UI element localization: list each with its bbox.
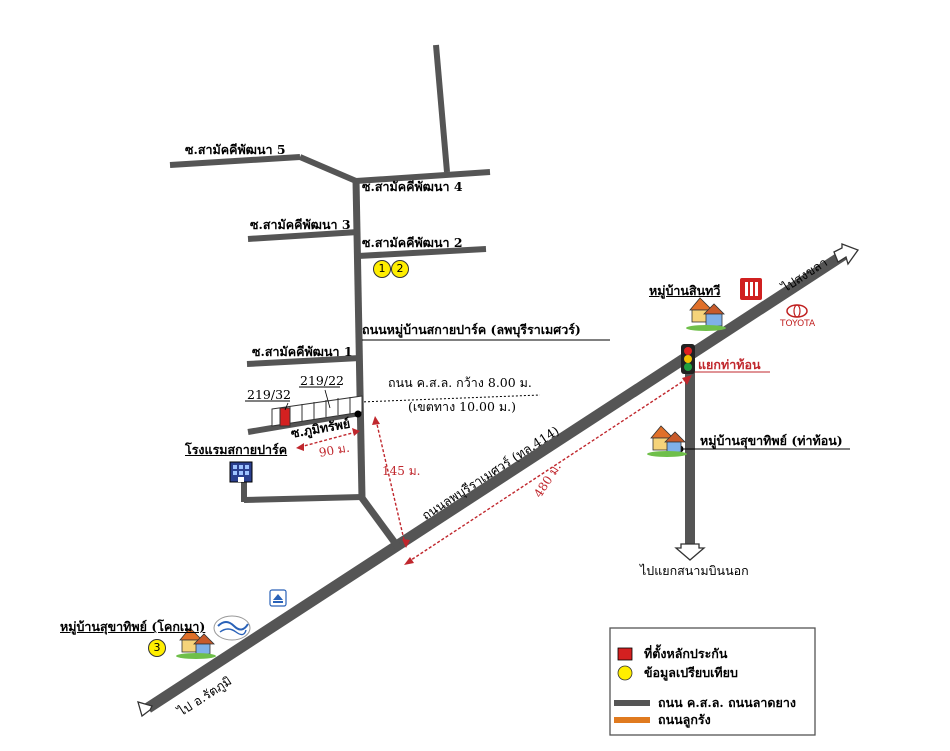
- lot-row: [271, 395, 363, 427]
- wave-logo-icon: [213, 615, 251, 641]
- dist-145-line: [375, 419, 406, 545]
- soi-1-road: [246, 355, 361, 367]
- distance-145: 145 ม.: [382, 464, 421, 478]
- soi-phumiphat-road: [247, 410, 361, 435]
- legend-collateral-label: ที่ตั้งหลักประกัน: [644, 646, 728, 661]
- distance-arrowheads: [296, 375, 692, 565]
- label-village-sinthawi: หมู่บ้านสินทวี: [649, 283, 721, 298]
- soi-4-road: [355, 169, 491, 184]
- label-addr-219-32: 219/32: [247, 387, 291, 402]
- soi-2-road: [357, 246, 487, 259]
- village-khokmao-icon: [176, 627, 216, 659]
- main-road-lower: [359, 495, 401, 550]
- legend-collateral-swatch: [617, 647, 633, 661]
- north-road: [433, 44, 450, 173]
- legend-comparison-label: ข้อมูลเปรียบเทียบ: [644, 665, 738, 680]
- hotel-road-connector: [243, 494, 363, 503]
- traffic-light-icon: [681, 344, 695, 374]
- arrow-to-songkhla: [833, 243, 860, 266]
- arrow-to-airport: [674, 543, 706, 561]
- label-road-width: ถนน ค.ส.ล. กว้าง 8.00 ม.: [388, 375, 532, 390]
- hotel-icon: [229, 461, 253, 483]
- label-main-road: ถนนหมู่บ้านสกายปาร์ค (ลพบุรีราเมศวร์): [362, 322, 581, 337]
- dist-480-line: [407, 377, 689, 563]
- distance-lines: [299, 377, 689, 563]
- label-soi4: ซ.สามัคคีพัฒนา 4: [362, 179, 463, 194]
- label-road-reserve: (เขตทาง 10.00 ม.): [408, 399, 516, 414]
- label-addr-219-22: 219/22: [300, 373, 344, 388]
- label-hotel: โรงแรมสกายปาร์ค: [185, 442, 288, 457]
- label-toyota: TOYOTA: [780, 319, 816, 329]
- toyota-logo-icon: [786, 304, 808, 318]
- lot-pin: [354, 410, 362, 418]
- label-junction: แยกท่าท้อน: [698, 357, 761, 372]
- highway-414: [144, 247, 852, 713]
- brand-logo-red-icon: [740, 278, 762, 300]
- collateral-lot: [279, 407, 291, 427]
- soi-3-road: [247, 229, 359, 242]
- village-sinthawi-icon: [686, 297, 726, 331]
- legend-paved-label: ถนน ค.ส.ล. ถนนลาดยาง: [658, 695, 796, 710]
- arrow-to-rattaphum: [137, 701, 153, 718]
- comparison-marker-2: 2: [391, 260, 409, 278]
- label-village-khokmao: หมู่บ้านสุขาทิพย์ (โคกเมา): [60, 619, 206, 634]
- label-soi1: ซ.สามัคคีพัฒนา 1: [252, 344, 353, 359]
- comparison-marker-3: 3: [148, 639, 166, 657]
- bank-logo-icon: [269, 589, 287, 607]
- label-village-thathon: หมู่บ้านสุขาทิพย์ (ท่าท้อน): [700, 433, 843, 448]
- label-soi2: ซ.สามัคคีพัฒนา 2: [362, 235, 463, 250]
- legend-comparison-swatch: [617, 665, 633, 681]
- road-network: [144, 44, 852, 713]
- soi-5-bend: [298, 154, 358, 184]
- road-arrows: [137, 243, 860, 718]
- label-to-airport: ไปแยกสนามบินนอก: [640, 563, 749, 578]
- legend-gravel-label: ถนนลูกรัง: [658, 712, 711, 727]
- label-soi5: ซ.สามัคคีพัฒนา 5: [185, 142, 286, 157]
- main-road-skypark: [352, 179, 366, 499]
- label-soi3: ซ.สามัคคีพัฒนา 3: [250, 217, 351, 232]
- soi-5-road: [169, 154, 301, 168]
- village-thathon-icon: [647, 425, 687, 457]
- comparison-marker-1: 1: [373, 260, 391, 278]
- label-underlines: [245, 339, 850, 450]
